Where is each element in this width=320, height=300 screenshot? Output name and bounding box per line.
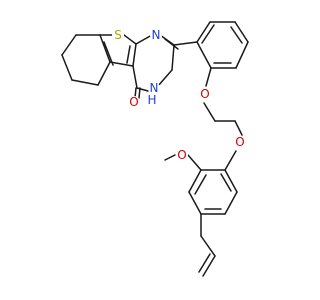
bond <box>97 61 111 86</box>
bond <box>200 235 216 257</box>
bond <box>61 34 77 56</box>
atom-label-layer: S N N H O O O O <box>112 28 246 162</box>
bond <box>103 41 114 66</box>
atom-label-n: N <box>150 81 159 95</box>
bond <box>157 69 173 87</box>
bond <box>201 24 215 44</box>
bond <box>188 169 202 193</box>
bond <box>234 120 243 136</box>
molecule-diagram: S N N H O O O O <box>61 21 249 277</box>
bond <box>224 169 238 193</box>
bond <box>196 41 212 69</box>
atom-label-h: H <box>147 93 156 107</box>
bond-layer <box>61 21 249 277</box>
atom-label-n: N <box>152 28 161 42</box>
bond <box>203 102 216 122</box>
oxygen-atom-carbonyl: O <box>128 95 140 109</box>
bond <box>123 34 137 45</box>
oxygen-atom-ether-2: O <box>234 135 246 149</box>
bond <box>61 54 73 81</box>
bond <box>164 38 179 50</box>
nitrogen-atom-top: N <box>150 28 162 42</box>
bond <box>220 173 232 192</box>
nitrogen-atom-nh: N H <box>147 81 160 107</box>
bond <box>132 43 137 67</box>
bond <box>205 67 212 87</box>
oxygen-atom-ether-1: O <box>199 87 211 101</box>
atom-label-o: O <box>200 87 209 101</box>
bond <box>132 65 138 89</box>
bond <box>196 21 211 43</box>
bond <box>109 61 134 67</box>
atom-label-o: O <box>129 95 138 109</box>
bond <box>136 87 149 92</box>
bond <box>173 41 198 46</box>
atom-label-s: S <box>114 28 122 42</box>
bond <box>230 26 243 44</box>
sulfur-atom: S <box>112 28 124 42</box>
bond <box>194 174 207 195</box>
oxygen-atom-methoxy: O <box>176 148 188 162</box>
bond <box>198 253 211 273</box>
atom-label-o: O <box>235 135 244 149</box>
bond <box>202 255 216 277</box>
bond <box>235 41 249 69</box>
bond <box>234 21 249 43</box>
bond <box>187 154 202 171</box>
bond <box>71 79 99 86</box>
bond <box>135 34 153 45</box>
bond <box>224 191 238 215</box>
atom-label-o: O <box>177 148 186 162</box>
bond <box>188 191 202 215</box>
bond <box>138 87 141 99</box>
bond <box>224 150 237 171</box>
bond <box>99 34 111 63</box>
bond <box>126 45 131 64</box>
bond <box>171 44 175 71</box>
bond <box>164 154 176 161</box>
